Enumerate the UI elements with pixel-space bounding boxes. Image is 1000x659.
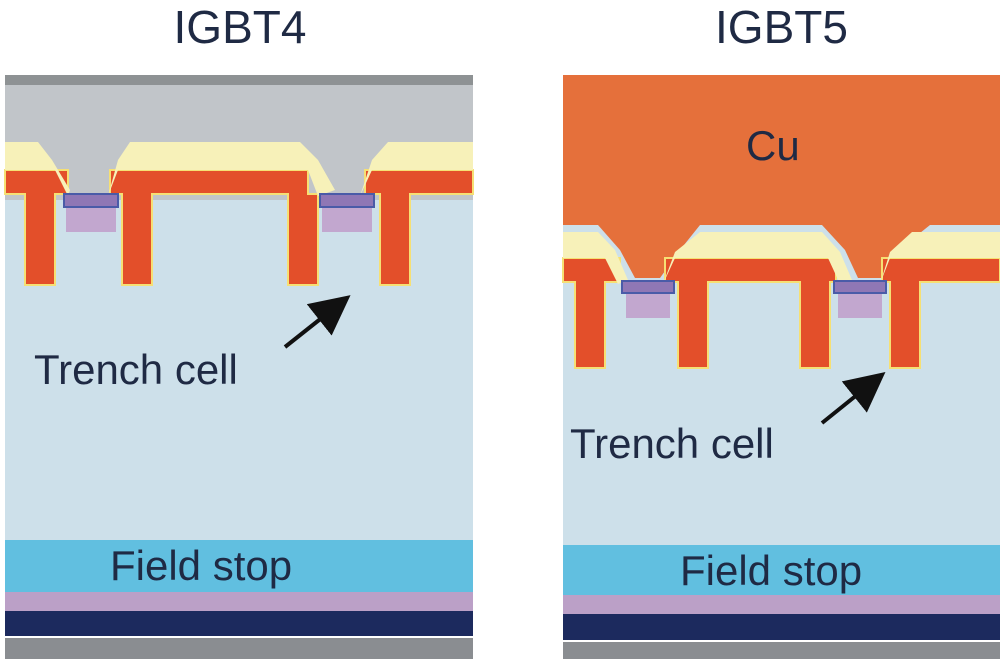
igbt5-field-stop-label: Field stop [680,547,862,594]
igbt4-title: IGBT4 [173,1,307,53]
igbt4-oxide-right [360,142,473,196]
igbt5-contact-1 [621,280,675,294]
igbt5-field-stop [563,545,1000,595]
igbt5-title: IGBT5 [715,1,848,53]
igbt5-copper [563,75,1000,278]
igbt4-p-layer [5,592,473,611]
igbt5-bottom-metal [563,642,1000,659]
igbt5-oxide-right [880,232,1000,284]
igbt4-collector [5,611,473,636]
igbt4-oxide-middle [108,142,335,196]
igbt5-contact-2 [833,280,887,294]
igbt5-trench-cell-label: Trench cell [570,420,774,467]
igbt4-cross-section: Trench cell Field stop [4,75,474,659]
igbt4-oxide-left [5,142,70,196]
igbt4-field-stop-label: Field stop [110,542,292,589]
igbt4-field-stop [5,540,473,592]
igbt4-top-metal-edge [5,75,473,85]
igbt5-oxide-middle [663,232,852,284]
igbt4-trench-cell-label: Trench cell [34,346,238,393]
igbt4-contact-1 [63,193,119,208]
igbt4-bottom-metal [5,638,473,659]
igbt5-oxide-left [563,232,628,284]
igbt4-arrow [283,295,351,349]
igbt5-arrow [820,371,886,425]
igbt5-cross-section: Cu Trench cell Field stop [562,75,1000,659]
igbt5-cu-label: Cu [746,122,800,169]
igbt4-contact-2 [319,193,375,208]
igbt5-p-layer [563,595,1000,614]
igbt5-collector [563,614,1000,640]
